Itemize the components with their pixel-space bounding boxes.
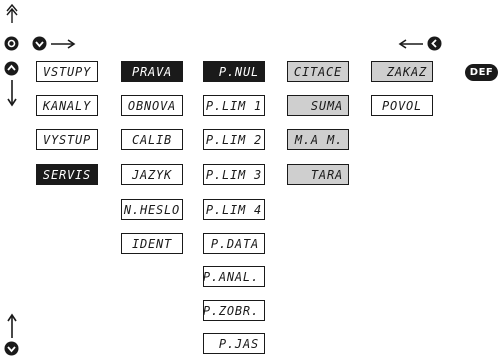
menu-item-vstupy[interactable]: VSTUPY — [36, 61, 98, 82]
menu-item-p-lim-1[interactable]: P.LIM 1 — [203, 95, 265, 116]
menu-item-vystup[interactable]: VYSTUP — [36, 129, 98, 150]
down-arrow-icon — [7, 80, 17, 107]
menu-item-p-lim-3[interactable]: P.LIM 3 — [203, 164, 265, 185]
option-suma[interactable]: SUMA — [287, 95, 349, 116]
menu-item-p-jas[interactable]: P.JAS — [203, 333, 265, 354]
option-zakaz[interactable]: ZAKAZ — [371, 61, 433, 82]
double-up-arrow-icon — [6, 3, 18, 23]
down-button-bottom-icon — [4, 341, 19, 356]
menu-item-kanaly[interactable]: KANALY — [36, 95, 98, 116]
option-m-a-m[interactable]: M.A M. — [287, 129, 349, 150]
right-arrow-icon — [51, 39, 76, 49]
left-button-icon — [427, 36, 442, 51]
menu-item-ident[interactable]: IDENT — [121, 233, 183, 254]
menu-item-n-heslo[interactable]: N.HESLO — [121, 199, 183, 220]
menu-item-jazyk[interactable]: JAZYK — [121, 164, 183, 185]
menu-item-calib[interactable]: CALIB — [121, 129, 183, 150]
left-arrow-icon — [398, 39, 423, 49]
menu-item-p-nul[interactable]: P.NUL — [203, 61, 265, 82]
option-tara[interactable]: TARA — [287, 164, 349, 185]
option-povol[interactable]: POVOL — [371, 95, 433, 116]
down-button-icon — [32, 36, 47, 51]
menu-item-p-anal[interactable]: P.ANAL. — [203, 266, 265, 287]
up-button-icon — [4, 61, 19, 76]
menu-item-obnova[interactable]: OBNOVA — [121, 95, 183, 116]
option-citace[interactable]: CITACE — [287, 61, 349, 82]
menu-item-p-data[interactable]: P.DATA — [203, 233, 265, 254]
menu-item-p-zobr[interactable]: P.ZOBR. — [203, 300, 265, 321]
menu-item-p-lim-4[interactable]: P.LIM 4 — [203, 199, 265, 220]
menu-item-servis[interactable]: SERVIS — [36, 164, 98, 185]
up-arrow-icon — [7, 313, 17, 338]
enter-icon — [4, 36, 19, 51]
def-badge: DEF — [465, 64, 498, 81]
menu-item-p-lim-2[interactable]: P.LIM 2 — [203, 129, 265, 150]
menu-item-prava[interactable]: PRAVA — [121, 61, 183, 82]
